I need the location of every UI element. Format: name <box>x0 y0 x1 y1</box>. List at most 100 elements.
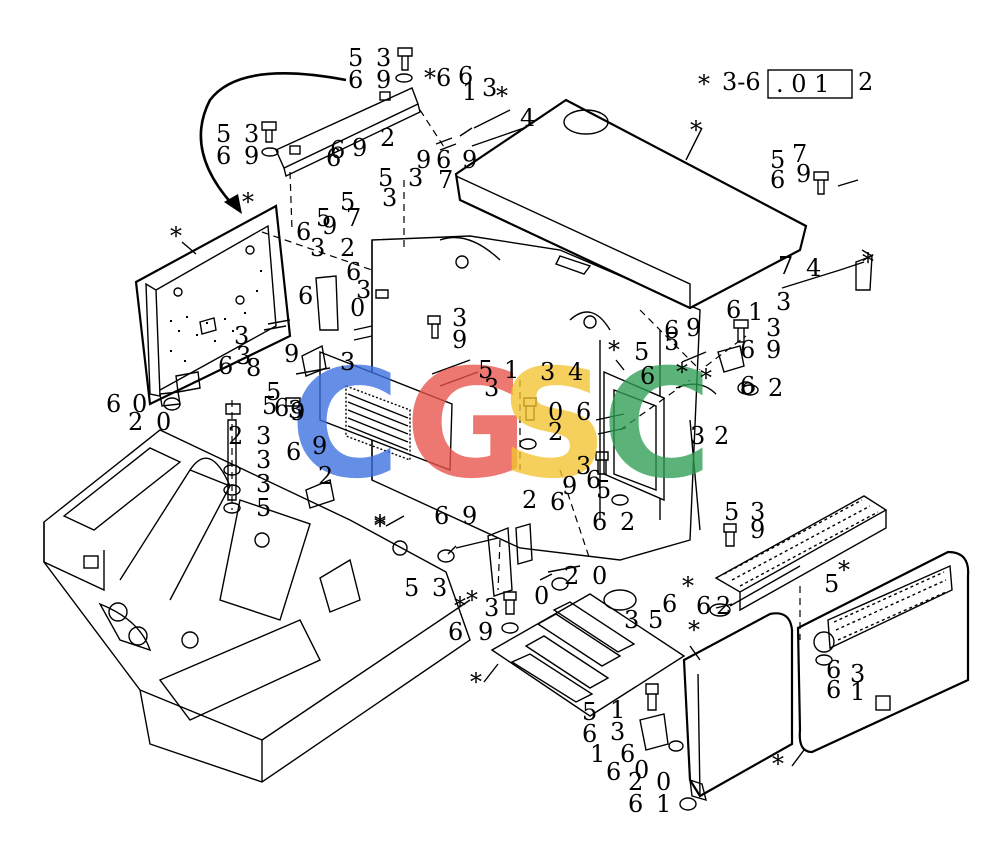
callout: 3 <box>624 606 639 634</box>
callout: 1 <box>504 356 519 384</box>
chassis-frame <box>43 429 471 783</box>
reference-code: * 3-6 . 0 1 2 <box>698 68 873 99</box>
callout: 6 <box>620 740 635 768</box>
callout: 6 <box>274 394 289 422</box>
top-cover <box>454 98 808 310</box>
callout: 3 <box>750 498 765 526</box>
callout: 5 <box>316 204 331 232</box>
bottom-plate <box>490 589 686 717</box>
callout: 3 <box>432 574 447 602</box>
assembly-arrow <box>199 72 347 214</box>
callout: * <box>170 222 182 250</box>
callout: 5 <box>664 328 679 356</box>
callout: 1 <box>610 696 625 724</box>
callout: 3 <box>452 304 467 332</box>
callout: 0 <box>634 756 649 784</box>
callout: 7 <box>778 252 793 280</box>
callout: 3 <box>850 660 865 688</box>
callout: 6 <box>458 62 473 90</box>
callout: *6 <box>424 64 451 92</box>
callout: 3 <box>234 322 249 350</box>
callout: 6 <box>550 488 565 516</box>
callout: 9 <box>796 160 811 188</box>
hinge-bar <box>275 87 421 178</box>
callout: * <box>374 512 386 540</box>
callout: * <box>242 188 254 216</box>
callout: 9 <box>462 502 477 530</box>
watermark-letter-2: G <box>405 338 528 512</box>
callout: 5 <box>348 44 363 72</box>
callout: 9 <box>452 326 467 354</box>
callout: 1 <box>748 298 763 326</box>
callout: * <box>676 358 688 386</box>
callout: 6 <box>448 618 463 646</box>
assembly-lines <box>231 109 801 640</box>
callout: 9 <box>352 134 367 162</box>
callout: * <box>470 668 482 696</box>
callout: * <box>838 556 850 584</box>
callout: 6 <box>218 352 233 380</box>
callout: 0 <box>656 768 671 796</box>
callout: 4 <box>520 104 535 132</box>
callout: 5 <box>634 338 649 366</box>
callout: 9 <box>376 66 391 94</box>
callout: * <box>688 616 700 644</box>
callout: 3 <box>776 288 791 316</box>
callout: 4 <box>806 254 821 282</box>
callout: 6 <box>606 758 621 786</box>
callout: 9 <box>284 340 299 368</box>
callout: 4 <box>568 358 583 386</box>
callout: 9 <box>478 618 493 646</box>
callout: 3 <box>236 342 251 370</box>
callout: 6 <box>576 398 591 426</box>
callout: 5 <box>266 378 281 406</box>
callout: 0 <box>548 398 563 426</box>
callout: 3 <box>690 422 705 450</box>
callout: 3 <box>310 234 325 262</box>
callout: 2 <box>522 486 537 514</box>
callout: 2 <box>548 418 563 446</box>
callout: 9 <box>462 146 477 174</box>
callout: 5 <box>582 698 597 726</box>
callout: * <box>862 248 874 276</box>
callout: 6 <box>346 258 361 286</box>
callout: 5 <box>256 494 271 522</box>
watermark-letter-4: C <box>602 338 712 512</box>
callout: 2 <box>768 374 783 402</box>
callout: 6 <box>726 296 741 324</box>
callout: 1 <box>850 678 865 706</box>
reference-box-text: . 0 1 <box>776 70 829 98</box>
callout: 6 <box>592 508 607 536</box>
callout: 3 <box>540 358 555 386</box>
callout: 3 <box>256 446 271 474</box>
callout: 2 <box>628 768 643 796</box>
callout: 1 <box>656 790 671 818</box>
callout: 9 <box>312 432 327 460</box>
callout: 6 <box>582 720 597 748</box>
callout: 5 <box>648 606 663 634</box>
callout: * <box>374 510 386 538</box>
callout: 2 <box>228 422 243 450</box>
callout: 3 <box>256 422 271 450</box>
callout: 5 <box>596 476 611 504</box>
callout: 3 <box>256 470 271 498</box>
callout: 7 <box>346 204 361 232</box>
callout: 5 <box>262 392 277 420</box>
watermark: C G S C <box>290 338 712 512</box>
callout: 6 <box>298 282 313 310</box>
callout: 6 <box>770 166 785 194</box>
callout: 0 <box>156 408 171 436</box>
callout: 3 <box>484 594 499 622</box>
callout: 6 <box>826 676 841 704</box>
rear-door <box>796 550 970 754</box>
callout: 6 <box>628 790 643 818</box>
callout: 6 <box>436 146 451 174</box>
reference-box <box>767 69 853 99</box>
callout: 6 <box>664 316 679 344</box>
callout: 3 <box>484 374 499 402</box>
callout: 6 <box>434 502 449 530</box>
callout: 5 <box>378 164 393 192</box>
callout: 5 <box>404 574 419 602</box>
callout: * <box>454 592 466 620</box>
watermark-letter-1: C <box>290 338 400 512</box>
